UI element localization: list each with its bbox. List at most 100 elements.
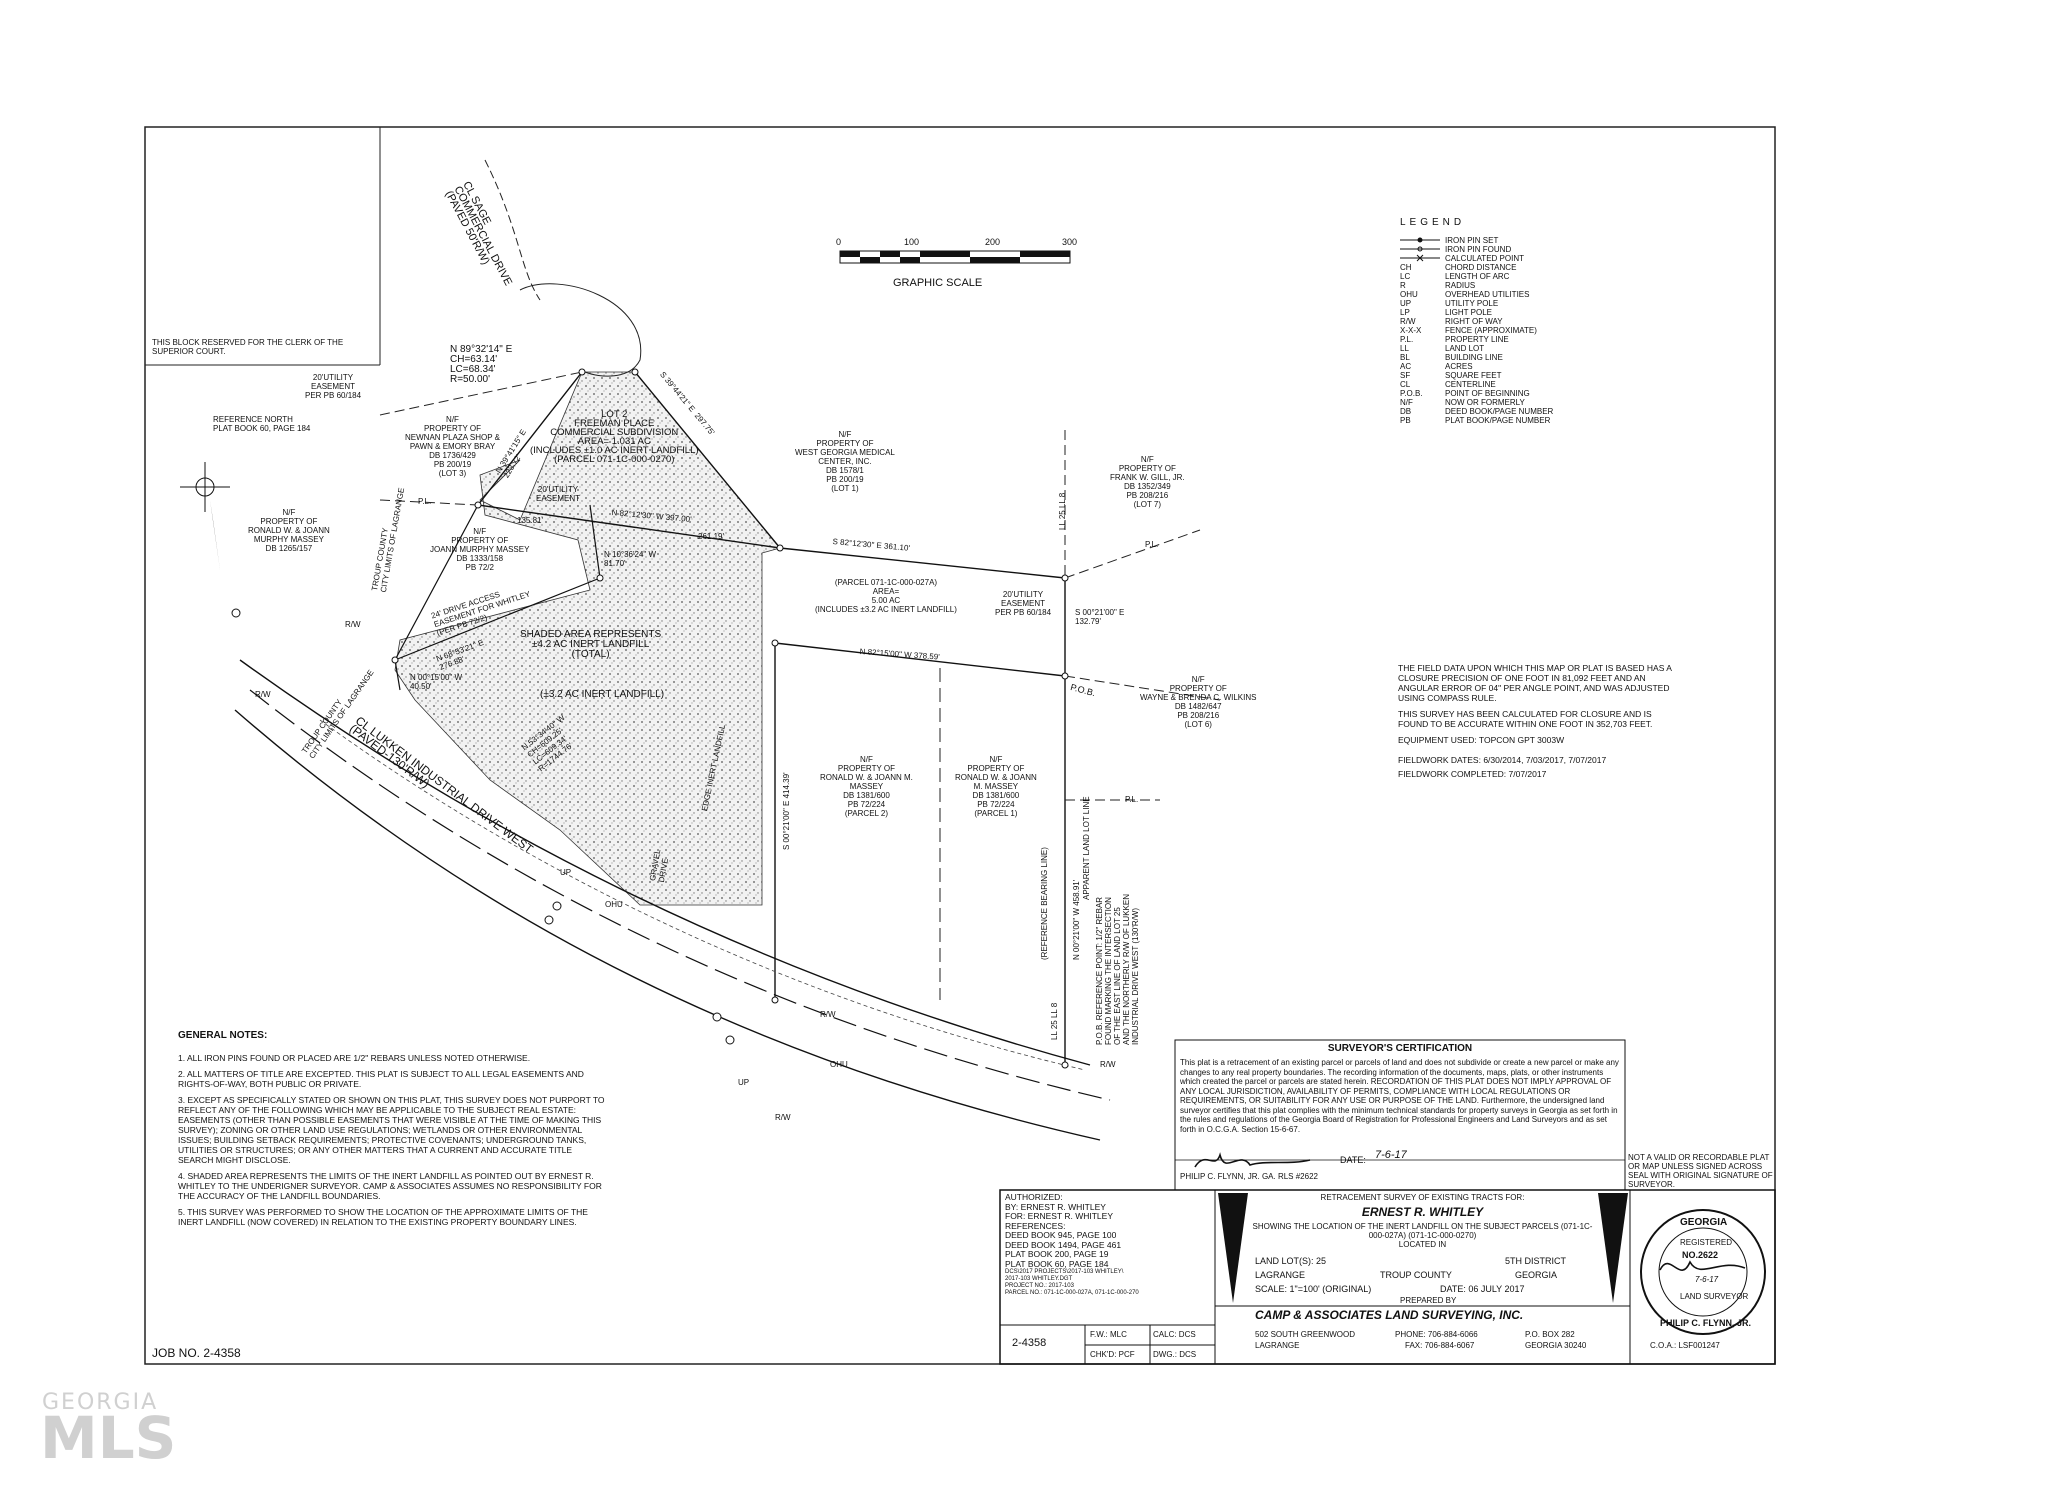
bearing-label: N 00°15'00" W 40.50' [410,673,463,691]
cert-signer: PHILIP C. FLYNN, JR. GA. RLS #2622 [1180,1172,1318,1181]
rw-label: R/W [775,1113,791,1122]
legend-symbol: LP [1400,308,1410,317]
scale-tick: 0 [836,237,842,247]
legend-symbol: CH [1400,263,1412,272]
general-note: 2. ALL MATTERS OF TITLE ARE EXCEPTED. TH… [178,1069,584,1089]
company-po: P.O. BOX 282 [1525,1330,1575,1339]
legend-symbol: SF [1400,371,1411,380]
owner-massey-ronald-joann: N/F PROPERTY OF RONALD W. & JOANN MURPHY… [248,508,330,553]
pl-label: P.L. [1145,540,1159,549]
seal-subtitle: LAND SURVEYOR [1680,1292,1749,1301]
fieldwork-completed: FIELDWORK COMPLETED: 7/07/2017 [1398,769,1547,779]
legend-symbol: LC [1400,272,1411,281]
legend-text: IRON PIN FOUND [1445,245,1512,254]
boundary-n68 [394,577,601,661]
district: 5TH DISTRICT [1505,1256,1567,1266]
land-lot: LAND LOT(S): 25 [1255,1256,1327,1266]
owner-newnan: N/F PROPERTY OF NEWNAN PLAZA SHOP & PAWN… [405,415,500,478]
land-lot-label: LL 25 LL 8 [1058,492,1067,530]
job-box: 2-4358 [1012,1337,1047,1349]
legend-text: CHORD DISTANCE [1445,263,1517,272]
bearing-label: 135.81' [517,516,543,525]
authorized-line: PLAT BOOK 200, PAGE 19 [1005,1249,1109,1259]
bearing-label: S 00°21'00" E 414.39' [782,772,791,850]
pl-label: P.L. [1125,795,1139,804]
legend-title: LEGEND [1400,217,1466,228]
rw-label: R/W [1100,1060,1116,1069]
legend-text: OVERHEAD UTILITIES [1445,290,1530,299]
reference-north: REFERENCE NORTH PLAT BOOK 60, PAGE 184 [213,415,311,433]
authorized-line: 2017-103 WHITLEY.DGT [1005,1276,1073,1282]
authorized-line: BY: ERNEST R. WHITLEY [1005,1201,1106,1212]
cert-date-label: DATE: [1340,1155,1366,1165]
sage-centerline [484,159,541,301]
legend-symbol: P.O.B. [1400,389,1423,398]
closure-precision: THE FIELD DATA UPON WHICH THIS MAP OR PL… [1398,663,1672,703]
legend-symbol: BL [1400,353,1410,362]
general-notes-title: GENERAL NOTES: [178,1030,268,1041]
legend-text: PLAT BOOK/PAGE NUMBER [1445,416,1551,425]
boundary-n00 [394,659,401,691]
surveyor-signature [1194,1152,1311,1168]
legend-text: UTILITY POLE [1445,299,1499,308]
property-line-ext [1064,529,1201,579]
reference-bearing-label: (REFERENCE BEARING LINE) [1040,847,1049,960]
legend-symbol: PB [1400,416,1411,425]
legend-text: LAND LOT [1445,344,1485,353]
survey-date: DATE: 06 JULY 2017 [1440,1284,1525,1294]
cert-title: SURVEYOR'S CERTIFICATION [1327,1043,1473,1054]
parcel-027a-label: (PARCEL 071-1C-000-027A) AREA= 5.00 AC (… [815,578,957,614]
land-lot-label: LL 25 LL 8 [1050,1002,1059,1040]
authorized-line: PLAT BOOK 60, PAGE 184 [1005,1258,1109,1269]
legend-symbol: LL [1400,344,1409,353]
title-triangle [1218,1193,1248,1303]
authorized-line: PARCEL NO.: 071-1C-000-027A, 071-1C-000-… [1005,1290,1139,1296]
general-note: 3. EXCEPT AS SPECIFICALLY STATED OR SHOW… [178,1095,605,1165]
not-valid-notice: NOT A VALID OR RECORDABLE PLAT OR MAP UN… [1628,1153,1773,1189]
pl-label: P.L. [418,497,432,506]
equipment-used: EQUIPMENT USED: TOPCON GPT 3003W [1398,735,1565,745]
legend-symbols [1400,237,1440,262]
legend-text: BUILDING LINE [1445,353,1503,362]
legend-symbol: AC [1400,362,1412,371]
closure-notes: THE FIELD DATA UPON WHICH THIS MAP OR PL… [1398,663,1683,779]
rw-label: R/W [255,690,271,699]
easement-label: 20'UTILITY EASEMENT [536,485,581,503]
legend-text: LIGHT POLE [1445,308,1492,317]
bearing-label: 261.19' [698,532,724,541]
company-phone: PHONE: 706-884-6066 [1395,1330,1478,1339]
property-line-ext [1064,675,1221,701]
cert-body: This plat is a retracement of an existin… [1180,1058,1619,1134]
easement-label: 20'UTILITY EASEMENT PER PB 60/184 [305,373,362,400]
state: GEORGIA [1515,1270,1558,1280]
seal-state: GEORGIA [1680,1217,1728,1228]
client-name: ERNEST R. WHITLEY [1361,1205,1484,1219]
scale-tick: 200 [985,237,1001,247]
road-rw-south [234,709,1101,1141]
general-note: 1. ALL IRON PINS FOUND OR PLACED ARE 1/2… [178,1053,531,1063]
ohu-label: OHU [605,900,623,909]
legend-text: POINT OF BEGINNING [1445,389,1530,398]
lot2-label: LOT 2 FREEMAN PLACE COMMERCIAL SUBDIVISI… [530,409,699,465]
legend-text: FENCE (APPROXIMATE) [1445,326,1537,335]
legend-text: CALCULATED POINT [1445,254,1524,263]
seal-number: NO.2622 [1682,1250,1719,1260]
scale-text: SCALE: 1"=100' (ORIGINAL) [1255,1284,1372,1294]
watermark-mls: MLS [40,1404,177,1472]
owner-gill: N/F PROPERTY OF FRANK W. GILL, JR. DB 13… [1110,455,1185,509]
general-notes: GENERAL NOTES: 1. ALL IRON PINS FOUND OR… [178,1030,608,1233]
drive-line [589,504,601,579]
legend-text: RADIUS [1445,281,1476,290]
legend-symbol: R [1400,281,1406,290]
general-note: 4. SHADED AREA REPRESENTS THE LIMITS OF … [178,1171,602,1201]
owner-wilkins: N/F PROPERTY OF WAYNE & BRENDA C. WILKIN… [1140,675,1257,729]
iron-pins [391,368,1069,1069]
rw-label: R/W [345,620,361,629]
authorized-line: AUTHORIZED: [1005,1192,1063,1202]
shaded-area-label-2: (±3.2 AC INERT LANDFILL) [540,689,665,700]
owner-massey-joann: N/F PROPERTY OF JOANN MURPHY MASSEY DB 1… [430,527,530,572]
seal-outer [1640,1209,1766,1335]
seal-name: PHILIP C. FLYNN, JR. [1660,1318,1752,1328]
